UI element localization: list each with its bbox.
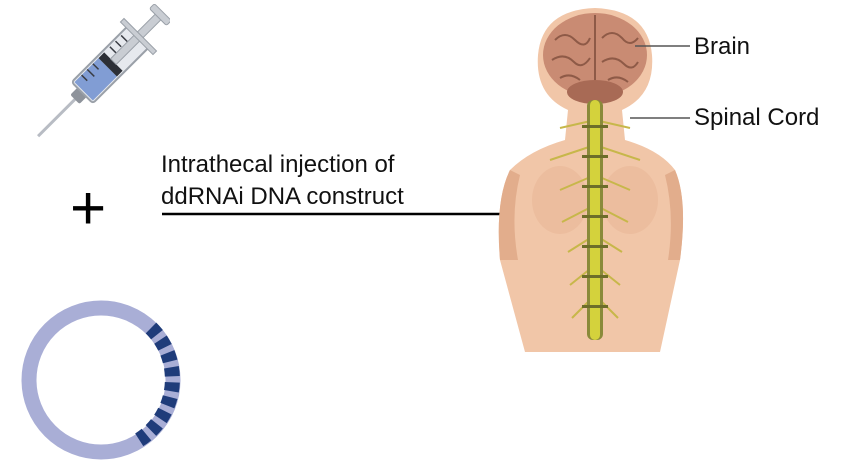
plus-symbol: + <box>70 178 106 240</box>
brain-label: Brain <box>694 32 750 62</box>
spinal-cord-label: Spinal Cord <box>694 103 819 133</box>
injection-label-line2: ddRNAi DNA construct <box>161 182 404 212</box>
syringe-icon <box>20 0 170 160</box>
injection-label-line1: Intrathecal injection of <box>161 150 394 180</box>
plasmid-icon <box>18 300 193 460</box>
label-leader-lines <box>630 30 700 130</box>
